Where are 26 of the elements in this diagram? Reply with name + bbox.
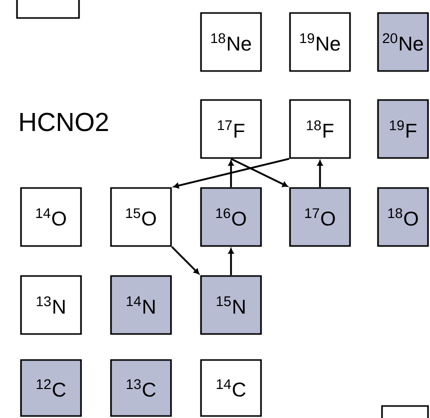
arrow xyxy=(230,158,288,187)
isotope-box: $^{20}$Ne xyxy=(377,12,429,72)
isotope-box: $^{12}$C xyxy=(20,359,82,417)
isotope-box: $^{13}$N xyxy=(20,275,82,335)
arrow xyxy=(173,158,290,188)
isotope-box: $^{16}$O xyxy=(200,187,262,247)
arrow xyxy=(228,248,234,276)
arrow xyxy=(228,160,234,188)
isotope-box: $^{19}$F xyxy=(377,99,429,159)
isotope-box: $^{17}$F xyxy=(200,99,262,159)
isotope-box: $^{14}$N xyxy=(110,275,172,335)
isotope-box: $^{17}$O xyxy=(289,187,351,247)
isotope-box: $^{18}$Ne xyxy=(200,12,262,72)
isotope-box: $^{15}$N xyxy=(200,275,262,335)
isotope-box: $^{14}$C xyxy=(200,359,262,417)
arrow xyxy=(317,160,323,188)
isotope-box: $^{18}$O xyxy=(377,187,429,247)
isotope-box: $^{15}$O xyxy=(110,187,172,247)
isotope-box: $^{19}$Ne xyxy=(289,12,351,72)
box xyxy=(381,405,429,418)
isotope-box: $^{13}$C xyxy=(110,359,172,417)
box xyxy=(16,0,80,19)
isotope-box: $^{14}$O xyxy=(20,187,82,247)
isotope-box: $^{18}$F xyxy=(289,99,351,159)
diagram-label: HCNO2 xyxy=(20,112,108,132)
arrow xyxy=(171,246,200,274)
